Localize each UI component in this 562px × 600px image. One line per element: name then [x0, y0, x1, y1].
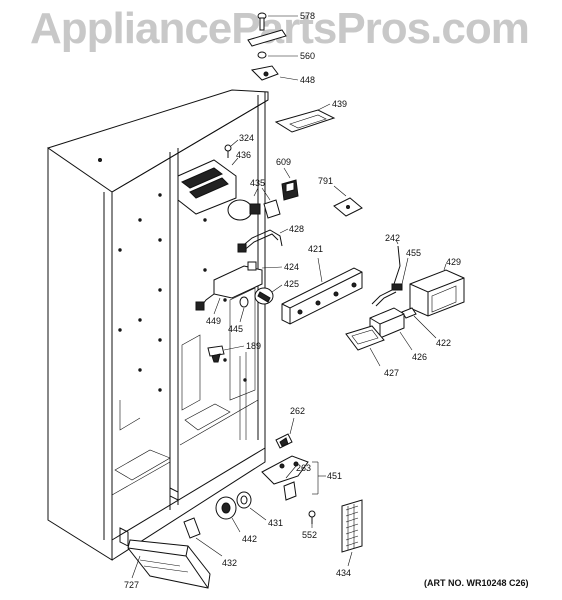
label-242: 242	[385, 233, 400, 243]
part-455-connector: 455	[391, 248, 421, 291]
part-436-light-housing: 436	[177, 150, 251, 215]
label-421: 421	[308, 244, 323, 254]
part-434-grille: 434	[336, 499, 363, 578]
label-455: 455	[406, 248, 421, 258]
label-429: 429	[446, 257, 461, 267]
part-428-wire-harness: 428	[237, 224, 304, 253]
label-578: 578	[300, 11, 315, 21]
label-727: 727	[124, 580, 139, 590]
label-424: 424	[284, 262, 299, 272]
part-448-hinge: 448	[250, 65, 315, 85]
label-451: 451	[327, 471, 342, 481]
part-189-plug: 189	[207, 341, 261, 363]
part-560-bracket: 560	[247, 29, 315, 61]
label-442: 442	[242, 534, 257, 544]
label-609: 609	[276, 157, 291, 167]
label-426: 426	[412, 352, 427, 362]
part-429-bracket: 429	[409, 257, 465, 317]
label-791: 791	[318, 176, 333, 186]
label-552: 552	[302, 530, 317, 540]
part-263-hinge-bracket: 263	[261, 455, 311, 501]
label-435: 435	[250, 178, 265, 188]
part-449: 449	[206, 297, 221, 326]
part-424-harness: 424	[195, 261, 299, 311]
label-449: 449	[206, 316, 221, 326]
label-431: 431	[268, 518, 283, 528]
part-791-plate: 791	[318, 176, 363, 217]
part-432-leveler: 432	[183, 517, 237, 568]
part-451-bracket-group: 451	[312, 461, 342, 495]
label-427: 427	[384, 368, 399, 378]
label-445: 445	[228, 324, 243, 334]
part-262-clip: 262	[275, 406, 305, 449]
label-263: 263	[296, 463, 311, 473]
part-422-clip: 422	[401, 307, 451, 348]
part-578-screw: 578	[257, 11, 315, 31]
cabinet	[47, 89, 269, 561]
part-445-bushing: 445	[228, 296, 249, 334]
part-431-roller: 431	[236, 491, 283, 528]
label-434: 434	[336, 568, 351, 578]
part-421-control-housing: 421	[281, 244, 363, 325]
label-324: 324	[239, 133, 254, 143]
label-262: 262	[290, 406, 305, 416]
watermark-text: AppliancePartsPros.com	[30, 4, 530, 53]
label-189: 189	[246, 341, 261, 351]
label-422: 422	[436, 338, 451, 348]
part-442-wheel: 442	[215, 496, 257, 544]
art-number: (ART NO. WR10248 C26)	[424, 578, 529, 588]
label-560: 560	[300, 51, 315, 61]
part-242-wire: 242	[371, 233, 401, 307]
part-435-bulb: 435	[227, 178, 281, 221]
part-324-screw: 324	[224, 133, 254, 158]
label-432: 432	[222, 558, 237, 568]
label-436: 436	[236, 150, 251, 160]
label-428: 428	[289, 224, 304, 234]
label-425: 425	[284, 279, 299, 289]
label-448: 448	[300, 75, 315, 85]
part-439-cover: 439	[274, 99, 347, 133]
part-425-knob: 425	[254, 279, 299, 305]
part-552-screw: 552	[302, 510, 317, 540]
part-427-panel: 427	[345, 325, 399, 378]
part-727-kickplate: 727	[124, 539, 211, 590]
part-609-switch: 609	[276, 157, 299, 201]
label-439: 439	[332, 99, 347, 109]
